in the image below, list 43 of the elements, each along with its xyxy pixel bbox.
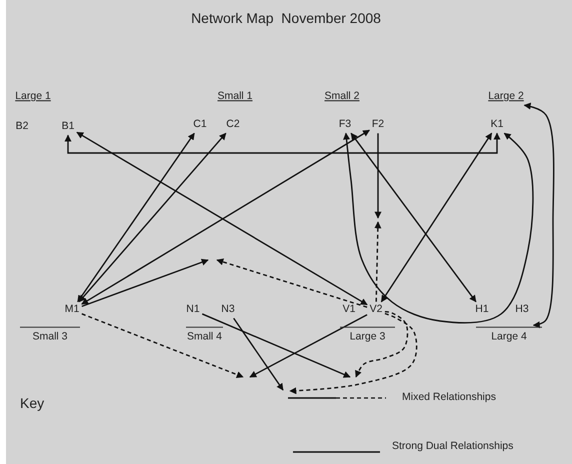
- node-label: V2: [368, 303, 384, 317]
- node-label: N1: [185, 303, 201, 317]
- node-label: B2: [14, 120, 30, 134]
- node-label: B1: [60, 120, 76, 134]
- node-label: C2: [225, 118, 241, 132]
- node-label: F3: [338, 118, 352, 132]
- arrow: [64, 132, 500, 154]
- dashed-arrow: [289, 312, 418, 394]
- arrow: [380, 132, 492, 302]
- node-label: C1: [192, 118, 208, 132]
- node-label: N3: [220, 303, 236, 317]
- legend-label: Strong Dual Relationships: [392, 440, 514, 452]
- group-heading: Large 3: [340, 326, 395, 344]
- key-heading: Key: [20, 395, 44, 411]
- node-label: V1: [342, 303, 356, 317]
- node-label: K1: [490, 118, 504, 132]
- arrow: [233, 318, 284, 391]
- group-heading: Large 4: [476, 326, 542, 344]
- arrow: [202, 313, 351, 378]
- node-label: F2: [370, 118, 386, 132]
- group-heading: Small 4: [186, 326, 224, 344]
- node-label: H3: [514, 303, 530, 317]
- diagram-title: Network Map November 2008: [191, 10, 381, 26]
- arrow: [524, 102, 554, 328]
- arrow: [249, 314, 368, 378]
- dashed-arrow: [216, 258, 368, 308]
- dashed-arrow: [374, 221, 382, 302]
- arrow: [82, 258, 209, 308]
- group-heading: Large 1: [14, 90, 52, 104]
- group-heading: Small 2: [324, 90, 360, 104]
- arrow: [374, 133, 382, 219]
- group-heading: Small 3: [20, 326, 80, 344]
- arrow: [343, 132, 534, 324]
- arrow: [77, 132, 195, 302]
- group-heading: Large 2: [487, 90, 525, 104]
- dashed-arrow: [82, 313, 244, 378]
- dashed-arrow: [355, 310, 408, 378]
- legend-label: Mixed Relationships: [402, 391, 496, 403]
- node-label: M1: [64, 303, 80, 317]
- group-heading: Small 1: [216, 90, 254, 104]
- arrow: [78, 132, 226, 302]
- node-label: H1: [474, 303, 490, 317]
- arrow: [350, 132, 476, 302]
